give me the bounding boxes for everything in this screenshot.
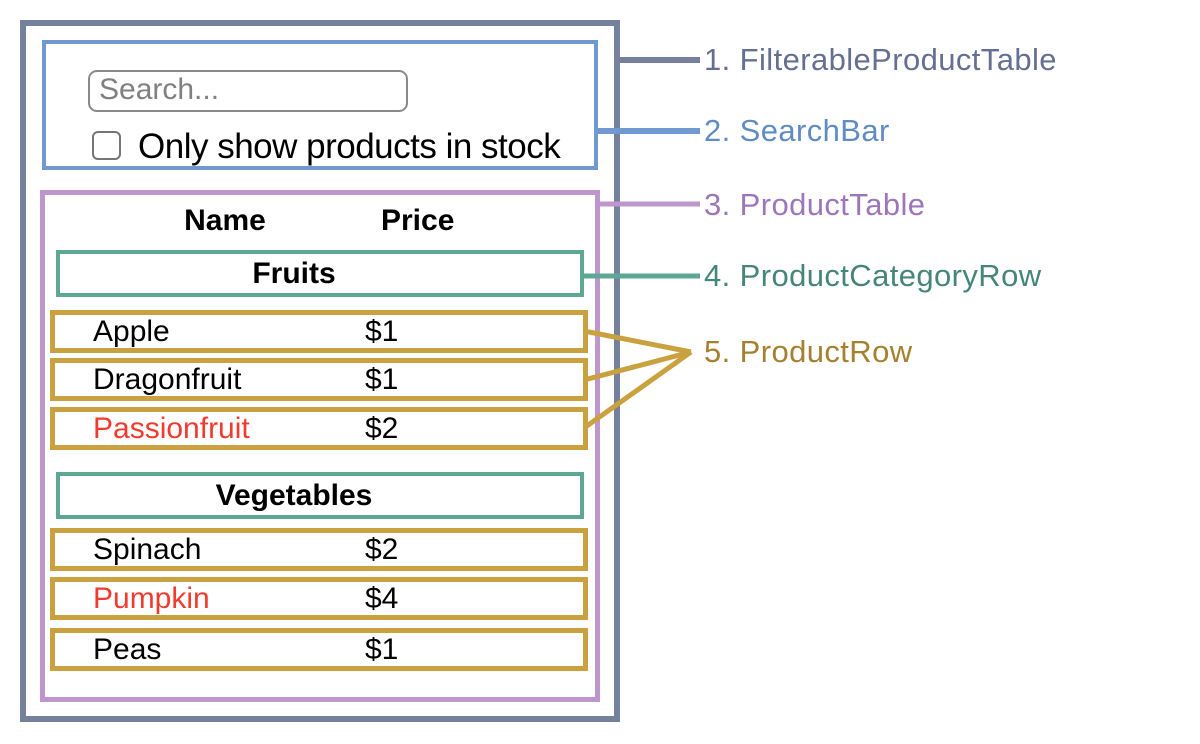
product-name: Spinach [93,532,202,566]
category-label: Vegetables [215,478,373,512]
product-row-peas: Peas $1 [50,628,588,671]
in-stock-checkbox-label[interactable]: Only show products in stock [138,127,561,166]
product-row-apple: Apple $1 [50,310,588,353]
search-bar-outline [42,40,598,170]
product-row-dragonfruit: Dragonfruit $1 [50,358,588,401]
column-header-price: Price [381,204,455,237]
product-price: $2 [365,532,399,566]
product-row-passionfruit: Passionfruit $2 [50,407,588,450]
product-price: $4 [365,581,399,615]
label-product-row: 5. ProductRow [704,334,913,369]
label-search-bar: 2. SearchBar [704,113,890,148]
product-name: Pumpkin [93,581,210,615]
product-price: $1 [365,362,399,396]
product-price: $1 [365,314,399,348]
in-stock-checkbox[interactable] [92,131,121,160]
product-name: Dragonfruit [93,362,242,396]
label-product-table: 3. ProductTable [704,187,926,222]
product-name: Peas [93,632,162,666]
label-filterable-product-table: 1. FilterableProductTable [704,42,1057,77]
category-row-fruits: Fruits [56,250,584,297]
product-price: $1 [365,632,399,666]
product-row-pumpkin: Pumpkin $4 [50,577,588,620]
product-row-spinach: Spinach $2 [50,528,588,571]
label-product-category-row: 4. ProductCategoryRow [704,258,1042,293]
product-name: Passionfruit [93,411,250,445]
search-input[interactable] [88,70,408,112]
column-header-name: Name [184,204,266,237]
category-label: Fruits [252,256,336,290]
product-price: $2 [365,411,399,445]
product-name: Apple [93,314,170,348]
product-table-outline [40,190,600,702]
category-row-vegetables: Vegetables [56,472,584,519]
